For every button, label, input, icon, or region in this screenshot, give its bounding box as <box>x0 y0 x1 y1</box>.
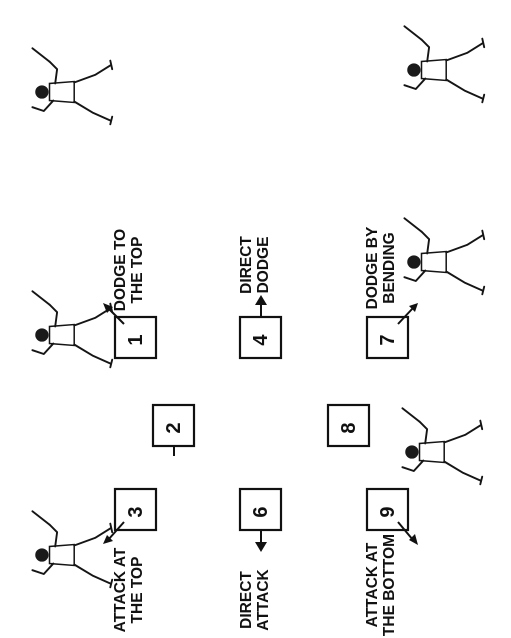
label-attack-bottom-line1: ATTACK AT <box>364 542 381 627</box>
label-direct-attack-line1: DIRECT <box>238 571 255 629</box>
fencer-right-middle <box>404 218 484 294</box>
label-dodge-bending-line2: BENDING <box>381 232 398 303</box>
arrow-box-6 <box>255 530 267 552</box>
box-7-number: 7 <box>377 334 399 345</box>
label-direct-dodge-line1: DIRECT <box>238 236 255 294</box>
box-8-number: 8 <box>338 422 360 433</box>
label-attack-top-line1: ATTACK AT <box>112 547 129 632</box>
label-dodge-to-top-line1: DODGE TO <box>112 229 129 311</box>
fencer-left-top <box>32 48 112 124</box>
label-direct-dodge-line2: DODGE <box>255 237 272 294</box>
label-direct-attack-line2: ATTACK <box>255 568 272 630</box>
box-1-number: 1 <box>125 334 147 345</box>
arrow-box-3 <box>103 522 124 544</box>
label-attack-top-line2: THE TOP <box>129 557 146 624</box>
arrow-box-4 <box>255 295 267 317</box>
fencer-left-middle <box>32 291 112 367</box>
box-9-number: 9 <box>377 506 399 517</box>
box-6-number: 6 <box>250 506 272 517</box>
box-2-number: 2 <box>163 422 185 433</box>
box-3-number: 3 <box>125 506 147 517</box>
fencer-right-top <box>404 26 484 102</box>
fencer-left-bottom <box>32 511 112 587</box>
box-4-number: 4 <box>250 334 272 346</box>
fencer-right-bottom <box>402 408 482 484</box>
label-dodge-bending-line1: DODGE BY <box>364 226 381 309</box>
label-attack-bottom-line2: THE BOTTOM <box>381 534 398 636</box>
label-dodge-to-top-line2: THE TOP <box>129 237 146 304</box>
